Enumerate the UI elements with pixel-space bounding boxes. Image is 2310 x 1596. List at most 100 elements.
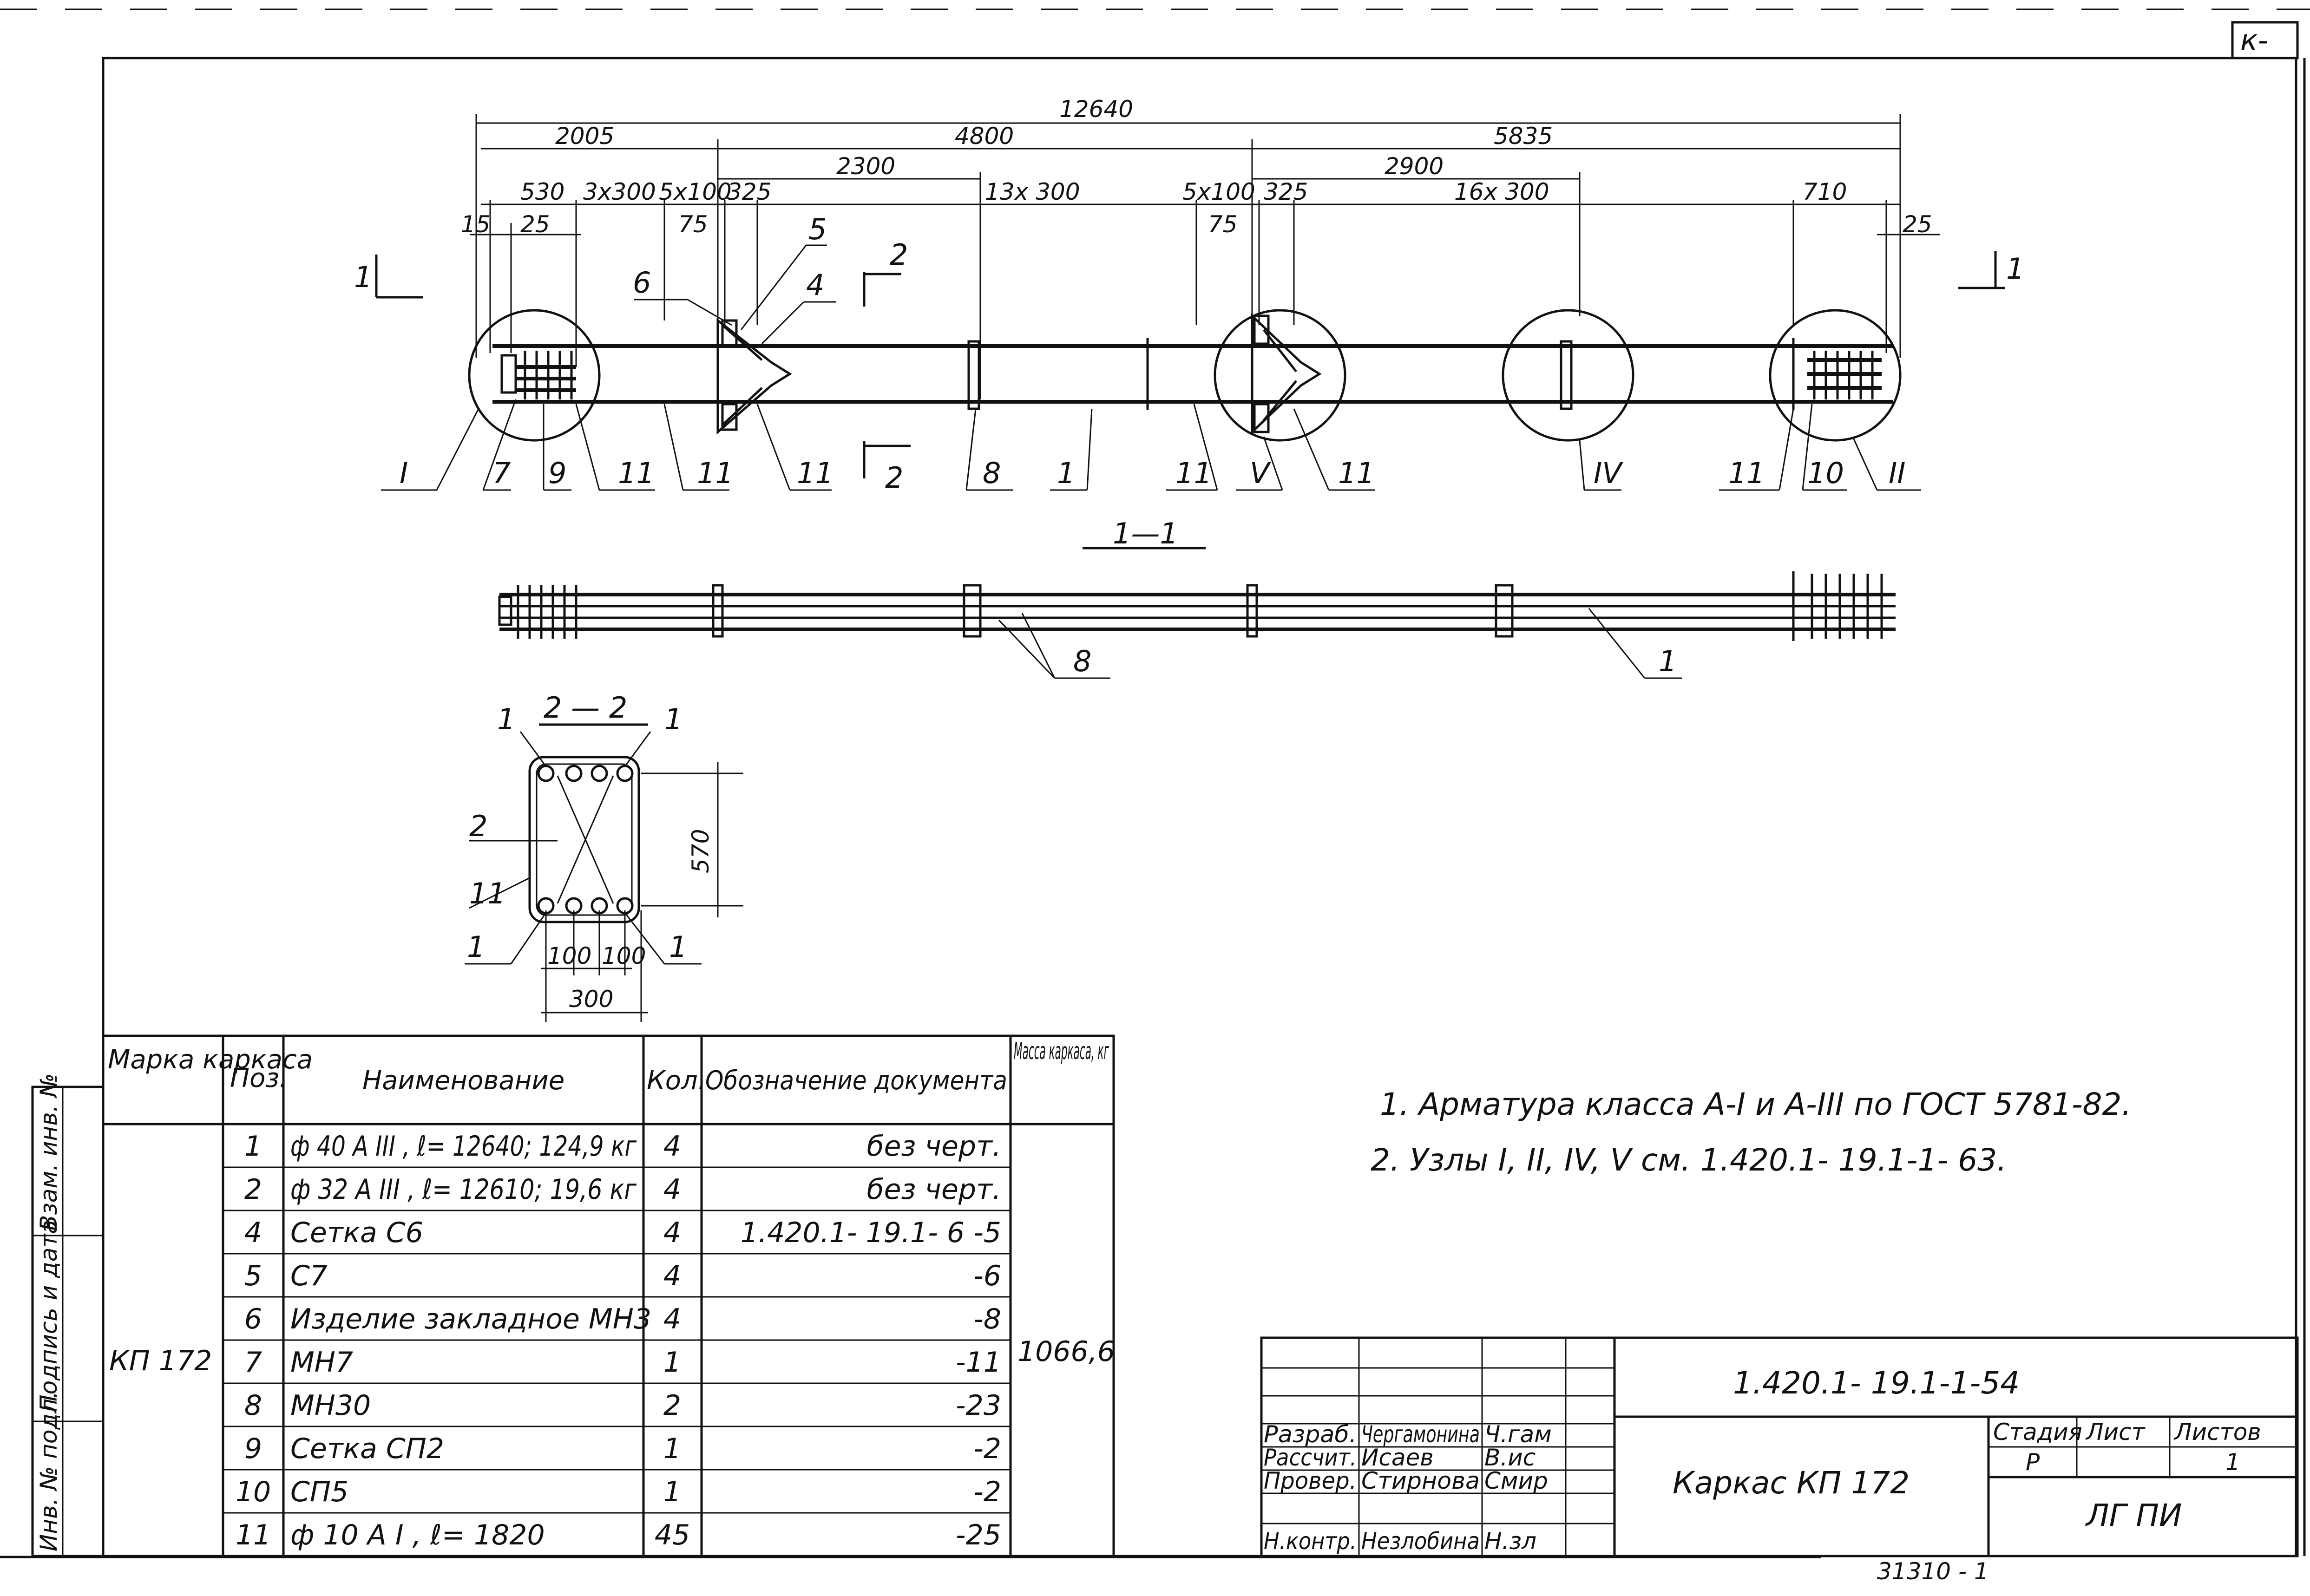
section-2-2: 2 — 2 570 1 1 2 11 1 1 (465, 691, 743, 1022)
callout-4: 4 (806, 268, 824, 302)
header-mass: Масса каркаса, кг (1014, 1038, 1109, 1065)
dim-530: 530 (520, 178, 564, 205)
row-poz: 6 (244, 1303, 262, 1335)
row-kol: 1 (663, 1432, 681, 1465)
top-callouts: 6 5 4 (633, 212, 836, 345)
dim-710: 710 (1803, 178, 1847, 205)
row-doc: -23 (956, 1389, 1001, 1422)
sheet-header: Лист (2085, 1419, 2146, 1446)
marka-value: КП 172 (109, 1345, 212, 1377)
spec-table-rows: 1 ф 40 А III , ℓ= 12640; 124,9 кг 4 без чер… (236, 1130, 1001, 1551)
stage-value: Р (2026, 1449, 2040, 1476)
side-stamp: Инв. № подл. Подпись и дата Взам. инв. № (31, 1073, 105, 1557)
section-2-2-br: 1 (669, 930, 687, 964)
callout-11d: 11 (1175, 456, 1212, 490)
row-doc: -6 (973, 1260, 1001, 1292)
callout-10: 10 (1807, 456, 1844, 490)
callout-11f: 11 (1728, 456, 1765, 490)
dim-75a: 75 (678, 211, 708, 238)
section-2-2-d100a: 100 (547, 942, 591, 969)
callout-8: 8 (983, 456, 1001, 490)
row-kol: 4 (663, 1303, 681, 1335)
node-circle-V (1214, 309, 1346, 442)
row-poz: 9 (244, 1432, 262, 1465)
row-name: ф 32 А III , ℓ= 12610; 19,6 кг (290, 1173, 637, 1206)
stamp-sign: Подпись и дата (35, 1220, 62, 1412)
section-markers: 1 1 2 2 (354, 238, 2024, 495)
dim-325a: 325 (727, 178, 771, 205)
row-doc: без черт. (867, 1130, 1001, 1163)
dim-15: 15 (461, 211, 491, 238)
row-poz: 8 (244, 1389, 262, 1422)
row-doc: 1.420.1- 19.1- 6 -5 (741, 1217, 1001, 1249)
row-poz: 2 (244, 1173, 262, 1206)
callout-11b: 11 (697, 456, 734, 490)
callout-11a: 11 (618, 456, 655, 490)
section-2-bottom: 2 (885, 461, 903, 495)
section-1-right: 1 (2006, 252, 2024, 286)
callout-1: 1 (1057, 456, 1075, 490)
dim-3x300: 3x300 (583, 178, 656, 205)
callout-7: 7 (492, 456, 511, 490)
callout-11c: 11 (797, 456, 833, 490)
section-2-2-tl: 1 (497, 702, 515, 736)
section-1-1: 1—1 8 1 (498, 517, 1896, 679)
section-1-1-callout-8: 8 (1073, 644, 1091, 678)
note-1: 1. Арматура класса А-I и А-III по ГОСТ 5… (1380, 1086, 2132, 1122)
callout-6: 6 (633, 266, 651, 300)
row-kol: 45 (655, 1519, 690, 1551)
mass-value: 1066,6 (1017, 1335, 1115, 1368)
row-poz: 7 (244, 1346, 262, 1379)
section-2-top: 2 (890, 238, 908, 272)
node-circle-II (1769, 309, 1902, 442)
dim-13x300: 13x 300 (985, 178, 1080, 205)
row-poz: 1 (244, 1130, 262, 1163)
row-kol: 1 (663, 1476, 681, 1508)
node-circle-I (468, 309, 601, 442)
sign-3: Н.зл (1484, 1528, 1536, 1555)
dim-25a: 25 (520, 211, 550, 238)
dimension-texts: 12640 2005 4800 5835 2300 2900 530 3x300… (461, 96, 1932, 238)
node-I: I (400, 456, 408, 490)
row-poz: 5 (244, 1260, 262, 1292)
row-name: Изделие закладное МН3 (290, 1303, 651, 1335)
node-V: V (1250, 456, 1272, 490)
row-kol: 1 (663, 1346, 681, 1379)
dim-5x100a: 5x100 (659, 178, 732, 205)
row-doc: -2 (973, 1476, 1001, 1508)
section-1-1-callout-1: 1 (1659, 644, 1677, 678)
callout-9: 9 (548, 456, 566, 490)
corner-box (2231, 21, 2299, 59)
dim-2300: 2300 (836, 153, 895, 180)
title-block: 1.420.1- 19.1-1-54 Каркас КП 172 Стадия … (1260, 1336, 2299, 1557)
dim-5x100b: 5x100 (1182, 178, 1255, 205)
dim-seg1: 2005 (555, 123, 614, 150)
person-0: Чергамонина (1361, 1421, 1480, 1448)
section-2-2-title: 2 — 2 (544, 691, 627, 725)
row-name: ф 40 А III , ℓ= 12640; 124,9 кг (290, 1130, 637, 1163)
row-kol: 4 (663, 1130, 681, 1163)
callout-5: 5 (808, 212, 827, 246)
header-doc: Обозначение документа (705, 1066, 1007, 1096)
dim-16x300: 16x 300 (1454, 178, 1549, 205)
row-name: С7 (290, 1260, 328, 1292)
section-2-2-bl: 1 (467, 930, 485, 964)
header-kol: Кол. (647, 1066, 706, 1096)
cage-elevation (468, 309, 1902, 442)
row-kol: 4 (663, 1173, 681, 1206)
role-3: Н.контр. (1264, 1528, 1357, 1555)
note-2: 2. Узлы I, II, IV, V см. 1.420.1- 19.1-1… (1371, 1142, 2007, 1178)
callout-11e: 11 (1338, 456, 1375, 490)
spec-table-header: Марка каркаса Поз. Наименование Кол. Обо… (108, 1038, 1115, 1377)
sign-2: Смир (1484, 1467, 1548, 1494)
dim-seg2: 4800 (955, 123, 1014, 150)
person-2: Стирнова (1361, 1467, 1480, 1494)
dim-2900: 2900 (1385, 153, 1444, 180)
dim-75b: 75 (1208, 211, 1238, 238)
header-name: Наименование (362, 1066, 564, 1096)
section-2-2-tr: 1 (664, 702, 682, 736)
dim-overall: 12640 (1059, 96, 1133, 123)
section-2-2-width: 300 (569, 986, 613, 1013)
row-poz: 4 (244, 1217, 262, 1249)
doc-code: 1.420.1- 19.1-1-54 (1733, 1365, 2020, 1401)
